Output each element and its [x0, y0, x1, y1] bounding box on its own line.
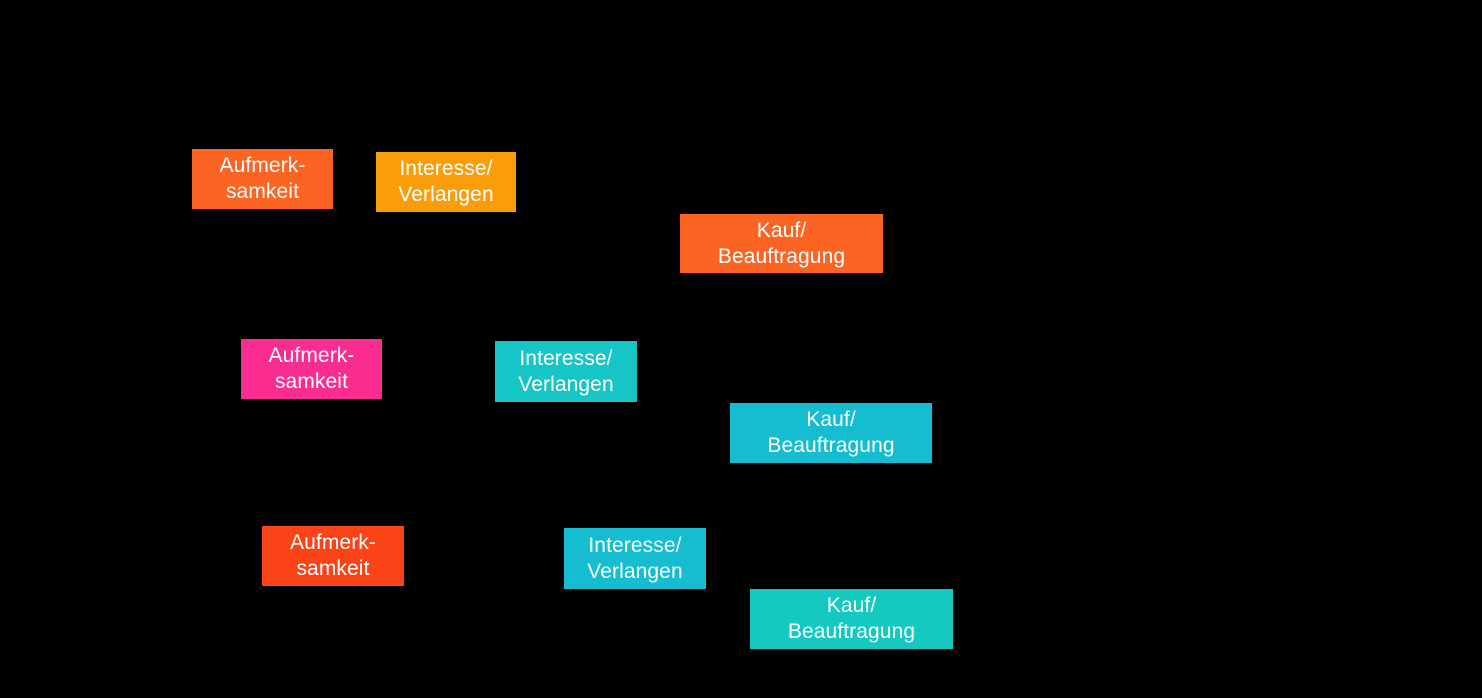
row-1-stage-aufmerksamkeit[interactable]: Aufmerk- samkeit [192, 149, 333, 209]
row-2-stage-interesse-verlangen[interactable]: Interesse/ Verlangen [495, 341, 637, 402]
stage-label: Interesse/ Verlangen [518, 346, 614, 396]
row-3-stage-interesse-verlangen[interactable]: Interesse/ Verlangen [564, 528, 706, 589]
row-2-stage-aufmerksamkeit[interactable]: Aufmerk- samkeit [241, 339, 382, 399]
stage-label: Interesse/ Verlangen [587, 533, 683, 583]
stage-label: Aufmerk- samkeit [219, 154, 306, 203]
row-1-stage-interesse-verlangen[interactable]: Interesse/ Verlangen [376, 152, 516, 212]
row-3-stage-kauf-beauftragung[interactable]: Kauf/ Beauftragung [750, 589, 953, 649]
stage-label: Aufmerk- samkeit [268, 344, 355, 393]
stage-label: Aufmerk- samkeit [290, 531, 376, 580]
stage-label: Kauf/ Beauftragung [787, 594, 916, 643]
row-1-stage-kauf-beauftragung[interactable]: Kauf/ Beauftragung [680, 214, 883, 273]
stage-label: Kauf/ Beauftragung [717, 218, 846, 268]
stage-label: Kauf/ Beauftragung [767, 408, 895, 457]
stage-label: Interesse/ Verlangen [398, 157, 494, 206]
row-2-stage-kauf-beauftragung[interactable]: Kauf/ Beauftragung [730, 403, 932, 463]
row-3-stage-aufmerksamkeit[interactable]: Aufmerk- samkeit [262, 526, 404, 586]
